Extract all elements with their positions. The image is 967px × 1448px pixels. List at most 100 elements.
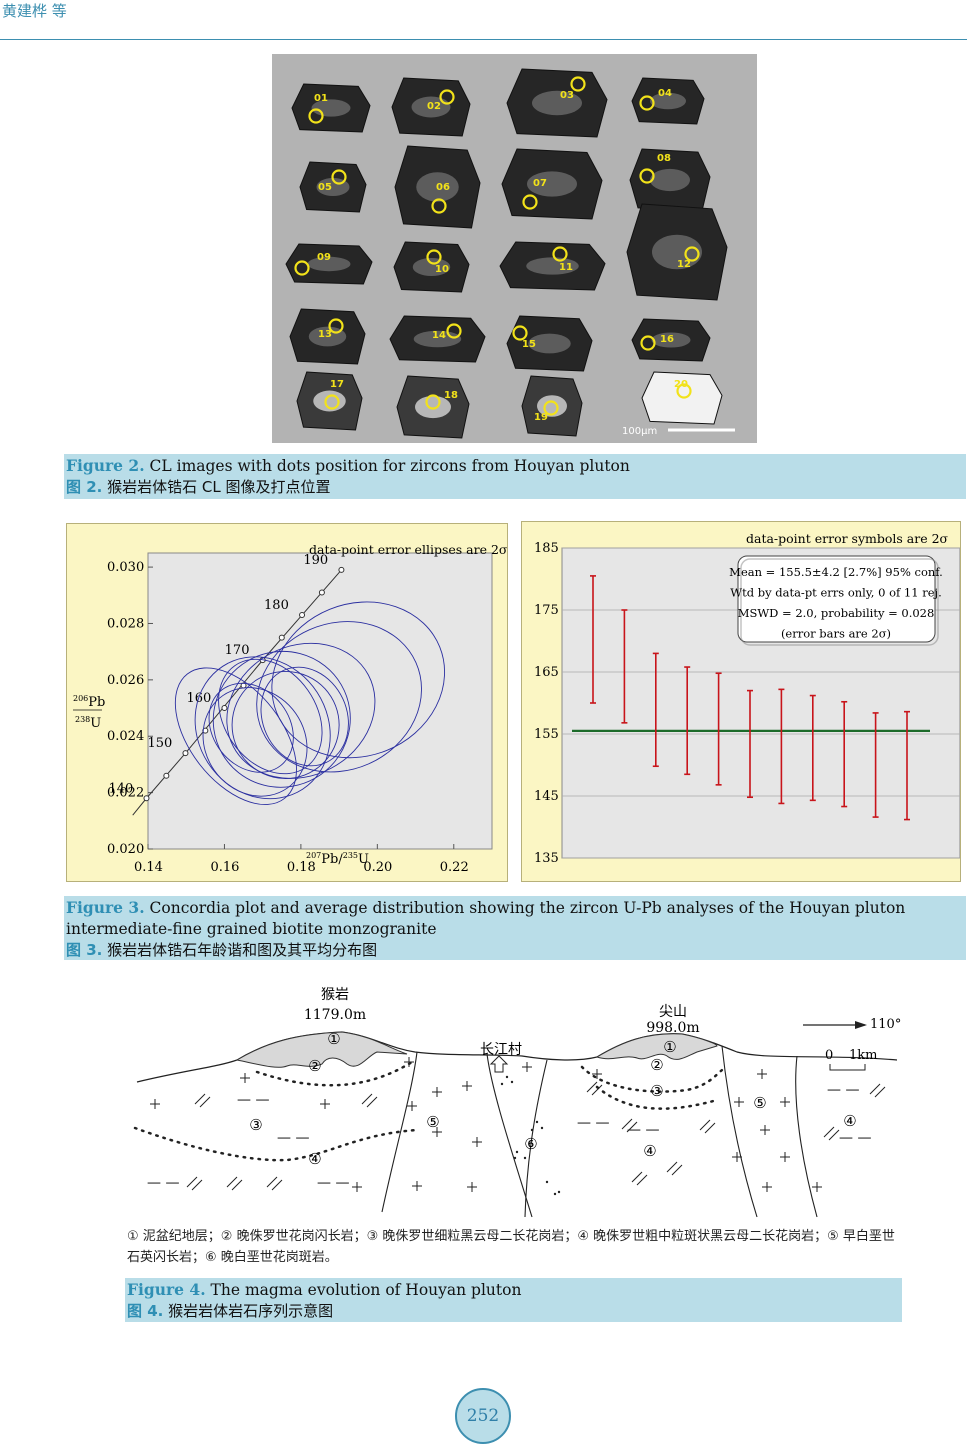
- scale-bar-zero: 0: [825, 1048, 833, 1063]
- figure2-caption-text-cn: 猴岩岩体锆石 CL 图像及打点位置: [102, 478, 331, 496]
- y-tick-label: 165: [534, 665, 559, 680]
- y-axis-label-den: 238U: [75, 715, 101, 731]
- concordia-age-marker: [299, 612, 306, 619]
- dotted-boundary: [133, 1126, 419, 1162]
- lithology-dash: — —: [317, 1175, 349, 1191]
- zircon-core: [528, 333, 571, 354]
- zircon-core: [415, 395, 451, 419]
- zircon-core: [416, 172, 459, 202]
- zircon-core: [651, 332, 691, 348]
- figure2-caption: Figure 2. CL images with dots position f…: [64, 454, 966, 499]
- figure4-label: Figure 4.: [127, 1280, 206, 1299]
- error-ellipse: [226, 642, 376, 779]
- error-ellipse: [194, 656, 331, 800]
- error-ellipse: [202, 687, 308, 797]
- lithology-dash: — —: [577, 1115, 609, 1131]
- peak-name: 猴岩: [321, 987, 349, 1003]
- analysis-spot-circle: [324, 394, 340, 410]
- analysis-spot-circle: [684, 246, 700, 262]
- analysis-spot-circle: [328, 318, 344, 334]
- y-axis-label-mass2: 238: [75, 715, 90, 724]
- lithology-dot: [523, 1156, 527, 1160]
- concordia-age-label: 180: [264, 598, 289, 613]
- unit-number: ④: [308, 1150, 321, 1168]
- zircon-label: 03: [560, 90, 574, 101]
- zircon-label: 13: [318, 329, 332, 340]
- concordia-age-marker: [338, 566, 345, 573]
- intrusive-contact: [721, 1045, 758, 1218]
- lithology-dot: [530, 1128, 534, 1132]
- lithology-slash: [631, 1171, 643, 1183]
- lithology-dot: [553, 1192, 557, 1196]
- lithology-slash: [366, 1096, 378, 1108]
- zircon-label: 17: [330, 379, 344, 390]
- x-tick-label: 0.22: [440, 860, 469, 875]
- azimuth-label: 110°: [870, 1017, 901, 1032]
- lithology-slash: [704, 1122, 716, 1134]
- zircon-label: 07: [533, 178, 547, 189]
- y-tick-label: 175: [534, 603, 559, 618]
- lithology-dot: [505, 1075, 509, 1079]
- zircon-label: 19: [534, 412, 548, 423]
- error-ellipse: [174, 667, 297, 805]
- unit-number: ②: [650, 1056, 663, 1074]
- analysis-spot-circle: [543, 400, 559, 416]
- y-tick-label: 135: [534, 851, 559, 866]
- figure4-caption-text: The magma evolution of Houyan pluton: [205, 1281, 522, 1299]
- error-ellipse: [271, 601, 446, 759]
- running-head-author: 黄建桦 等: [2, 2, 67, 20]
- analysis-spot-circle: [331, 169, 347, 185]
- azimuth-arrowhead: [855, 1021, 867, 1029]
- zircon-core: [527, 171, 577, 197]
- unit-number: ⑥: [524, 1135, 537, 1153]
- zircon-core: [307, 256, 351, 272]
- concordia-age-label: 170: [225, 643, 250, 658]
- zircon-label: 10: [435, 264, 449, 275]
- x-axis-label-mass2: 235: [343, 851, 358, 860]
- lithology-slash: [666, 1161, 678, 1173]
- lithology-dash: — —: [277, 1130, 309, 1146]
- cross-section-legend: ① 泥盆纪地层；② 晚侏罗世花岗闪长岩；③ 晚侏罗世细粒黑云母二长花岗岩；④ 晚…: [127, 1229, 895, 1265]
- y-tick-label: 0.022: [107, 786, 144, 801]
- page-number: 252: [455, 1388, 511, 1444]
- figure4-label-cn: 图 4.: [127, 1302, 164, 1320]
- analysis-spot-circle: [446, 323, 462, 339]
- y-tick-label: 155: [534, 727, 559, 742]
- figure3-caption: Figure 3. Concordia plot and average dis…: [64, 896, 966, 960]
- unit-number: ③: [249, 1116, 262, 1134]
- mean-note: data-point error symbols are 2σ: [746, 531, 949, 546]
- figure2-label-cn: 图 2.: [66, 478, 103, 496]
- zircon-core: [412, 258, 451, 276]
- lithology-slash: [231, 1179, 243, 1191]
- figure3-label-cn: 图 3.: [66, 941, 103, 959]
- figure2-caption-text: CL images with dots position for zircons…: [144, 457, 630, 475]
- analysis-spot-circle: [522, 194, 538, 210]
- error-ellipse: [212, 650, 351, 788]
- zircon-core: [532, 90, 582, 116]
- x-tick-label: 0.18: [287, 860, 316, 875]
- y-axis-label-num: 206Pb: [73, 694, 105, 710]
- concordia-age-marker: [278, 634, 285, 641]
- peak-elevation: 998.0m: [646, 1020, 699, 1036]
- lithology-slash: [869, 1083, 881, 1095]
- concordia-age-marker: [318, 589, 325, 596]
- lithology-dot: [500, 1082, 504, 1086]
- y-tick-label: 0.026: [107, 673, 144, 688]
- zircon-label: 14: [432, 330, 446, 341]
- analysis-spot-circle: [640, 335, 656, 351]
- stats-line: Wtd by data-pt errs only, 0 of 11 rej.: [730, 586, 941, 600]
- y-tick-label: 0.030: [107, 560, 144, 575]
- analysis-spot-circle: [439, 89, 455, 105]
- lithology-dot: [557, 1190, 561, 1194]
- zircon-core: [650, 168, 690, 192]
- y-tick-label: 0.020: [107, 842, 144, 857]
- zircon-label: 09: [317, 252, 331, 263]
- x-tick-label: 0.16: [210, 860, 239, 875]
- analysis-spot-circle: [426, 249, 442, 265]
- concordia-age-label: 150: [147, 736, 172, 751]
- zircon-label: 11: [559, 262, 573, 273]
- y-axis-label-mass1: 206: [73, 694, 88, 703]
- lithology-slash: [591, 1084, 603, 1096]
